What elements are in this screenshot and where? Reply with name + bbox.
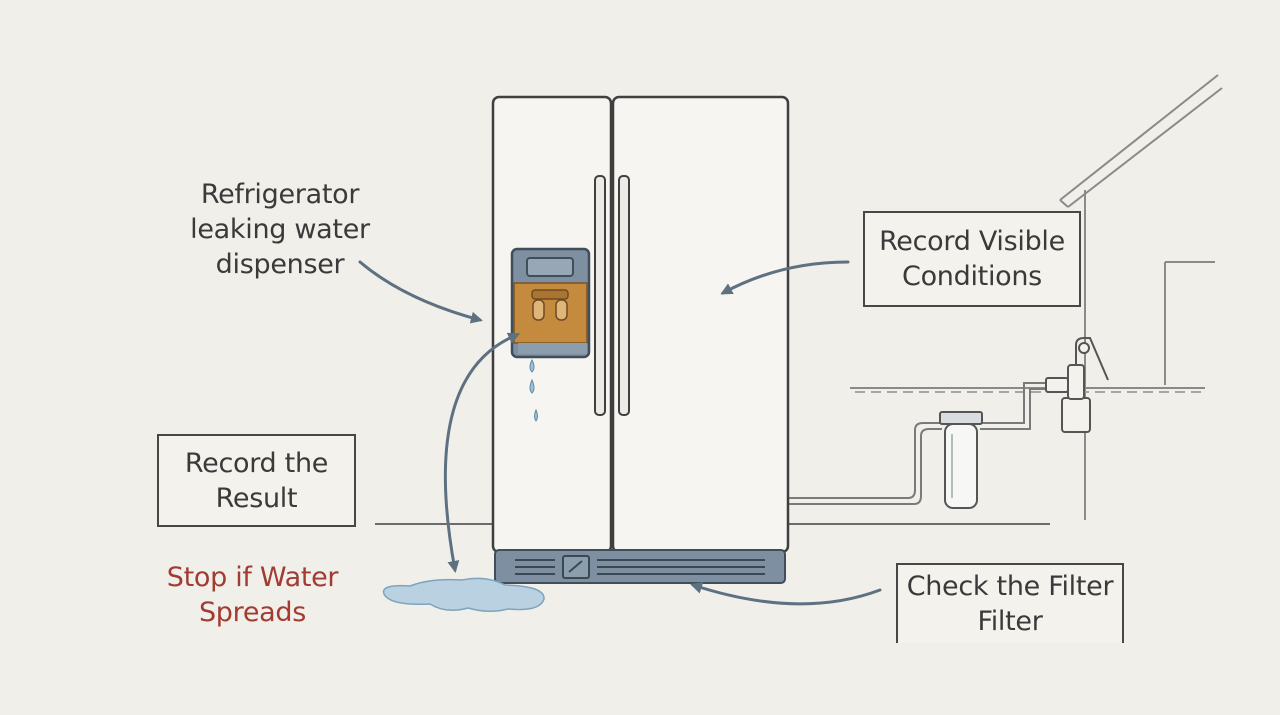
record-visible-line-2: Conditions [902, 261, 1042, 292]
wall-sketch [850, 74, 1223, 520]
arrow-to-base [690, 582, 882, 606]
arrow-dispenser-to-puddle [443, 332, 521, 573]
check-filter-line-2: Filter [977, 606, 1043, 637]
leak-label-line-3: dispenser [215, 249, 345, 280]
water-puddle [382, 577, 545, 612]
check-filter-box: Check the Filter Filter [896, 563, 1124, 643]
record-visible-label: Record Visible Conditions [879, 224, 1065, 294]
water-filter-icon [939, 411, 983, 509]
leak-label-line-2: leaking water [190, 214, 370, 245]
leak-label-line-1: Refrigerator [200, 179, 360, 210]
record-result-line-1: Record the [184, 447, 329, 479]
record-result-label: Record the Result [185, 446, 328, 516]
stop-warning-label: Stop if Water Spreads [145, 560, 360, 630]
stop-label-line-1: Stop if Water [166, 562, 339, 593]
record-visible-line-1: Record Visible [879, 226, 1065, 257]
record-visible-box: Record Visible Conditions [863, 211, 1081, 307]
stop-label-line-2: Spreads [198, 597, 307, 628]
water-drops [529, 358, 538, 422]
water-supply-line [788, 382, 1046, 505]
record-result-line-2: Result [215, 482, 298, 514]
arrow-to-dispenser [358, 260, 483, 324]
leak-label: Refrigerator leaking water dispenser [175, 177, 385, 282]
check-filter-line-1: Check the Filter [906, 571, 1114, 602]
check-filter-label: Check the Filter Filter [907, 569, 1114, 639]
arrow-to-door [720, 260, 850, 295]
valve-icon [1045, 337, 1109, 433]
record-result-box: Record the Result [157, 434, 356, 527]
water-dispenser [510, 247, 591, 359]
